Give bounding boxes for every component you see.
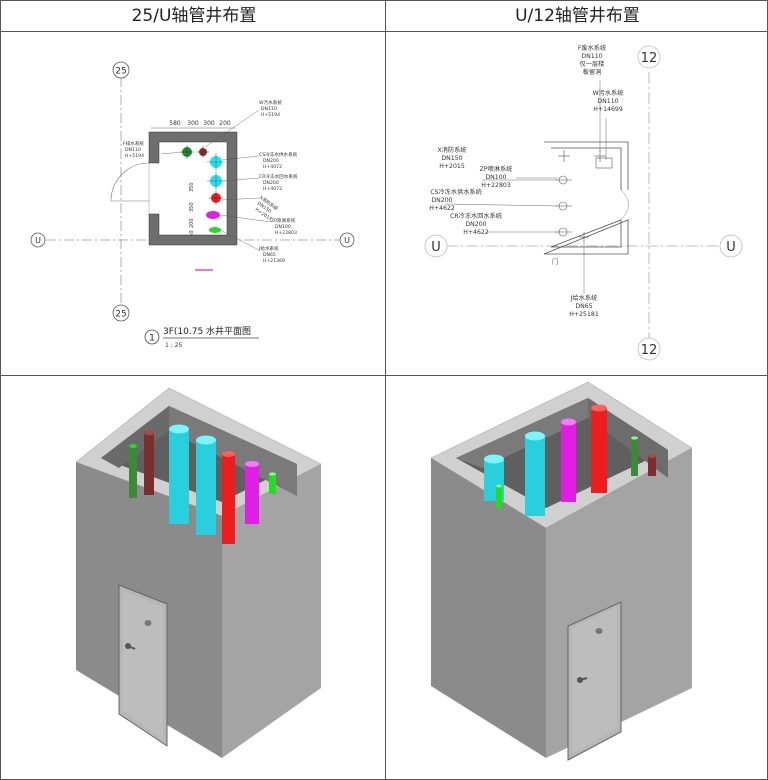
label-w-2: DN110 [261,106,277,112]
label-w-r1: W污水系统 [593,89,624,97]
axis-u-left-r: U [431,240,441,255]
dim-300b: 300 [203,120,215,127]
label-cs-r3: H+4622 [429,205,455,212]
label-x-r1: X消防系统 [438,146,467,154]
label-cr-r3: H+4622 [463,229,489,236]
dim-580: 580 [169,120,181,127]
label-j-1: J给水系统 [258,245,279,252]
label-f-2: DN110 [581,53,602,60]
label-cr-3: H+4072 [263,186,282,192]
label-zp-r1: ZP喷淋系统 [480,165,513,173]
label-w-3: H+5194 [261,112,280,118]
label-cr-1: CR冷冻水回水系统 [259,173,298,180]
axis-u-left: U [35,236,41,245]
left-3d-cell [0,375,386,780]
header-left-title: 25/U轴管井布置 [131,6,257,26]
header-right-cell: U/12轴管井布置 [385,0,768,32]
axis-12-bottom: 12 [641,343,658,358]
label-j-r3: H+25181 [569,311,599,318]
dim-v-200: 200 [189,218,195,228]
label-cs-3: H+4072 [263,164,282,170]
label-zp-3: H+22803 [275,230,297,236]
left-3d-model [75,387,322,758]
door-label: 门 [552,258,558,266]
label-j-3: H+21369 [263,258,285,264]
label-cr-r2: DN200 [465,221,486,228]
label-f-4: 板留洞 [583,68,602,76]
label-w-r3: H+14699 [593,106,623,113]
right-plan-drawing: 12 12 U U 门 [424,44,743,361]
axis-12-top: 12 [641,51,658,66]
axis-u-right: U [344,236,350,245]
axis-25-bottom: 25 [115,310,126,320]
label-w-1: W污水系统 [259,99,282,106]
label-cs-r2: DN200 [431,197,452,204]
label-cs-2: DN200 [263,158,279,164]
label-zp-2: DN100 [275,224,291,230]
dim-v-350b: 350 [189,202,195,212]
label-cr-2: DN200 [263,180,279,186]
label-f-drain-3: H+5194 [125,153,144,159]
label-f-drain-1: F排水系统 [123,140,144,147]
axis-25-top: 25 [115,67,126,77]
label-cs-1: CS冷冻水供水系统 [259,151,298,158]
right-plan-cell: 12 12 U U 门 [385,31,768,376]
label-zp-1: ZP喷淋系统 [271,217,296,224]
label-f-3: 仅一层楼 [580,60,605,68]
right-3d-model [430,381,693,761]
dim-v-350a: 350 [189,182,195,192]
label-w-r2: DN110 [597,98,618,105]
left-plan-cell: 25 25 U U 580 300 300 200 350 350 200 15… [0,31,386,376]
label-f-drain-2: DN110 [125,147,141,153]
header-left-cell: 25/U轴管井布置 [0,0,386,32]
caption-scale: 1 : 25 [165,342,182,349]
label-zp-r3: H+22803 [481,182,511,189]
dim-200: 200 [219,120,231,127]
label-j-r2: DN65 [575,303,592,310]
left-plan-drawing: 25 25 U U 580 300 300 200 350 350 200 15… [30,61,355,349]
caption-number: 1 [149,334,155,344]
dim-300a: 300 [187,120,199,127]
label-j-r1: J给水系统 [570,294,598,302]
header-right-title: U/12轴管井布置 [515,6,640,26]
caption-title: 3F(10.75 水井平面图 [163,325,251,337]
label-x-r2: DN150 [441,155,462,162]
right-3d-cell [385,375,768,780]
label-x-r3: H+2015 [439,163,465,170]
label-cr-r1: CR冷冻水回水系统 [450,212,502,220]
label-zp-r2: DN100 [485,174,506,181]
label-cs-r1: CS冷冻水供水系统 [430,188,482,196]
label-f-1: F废水系统 [578,44,606,52]
label-j-2: DN65 [263,252,276,258]
axis-u-right-r: U [726,240,736,255]
